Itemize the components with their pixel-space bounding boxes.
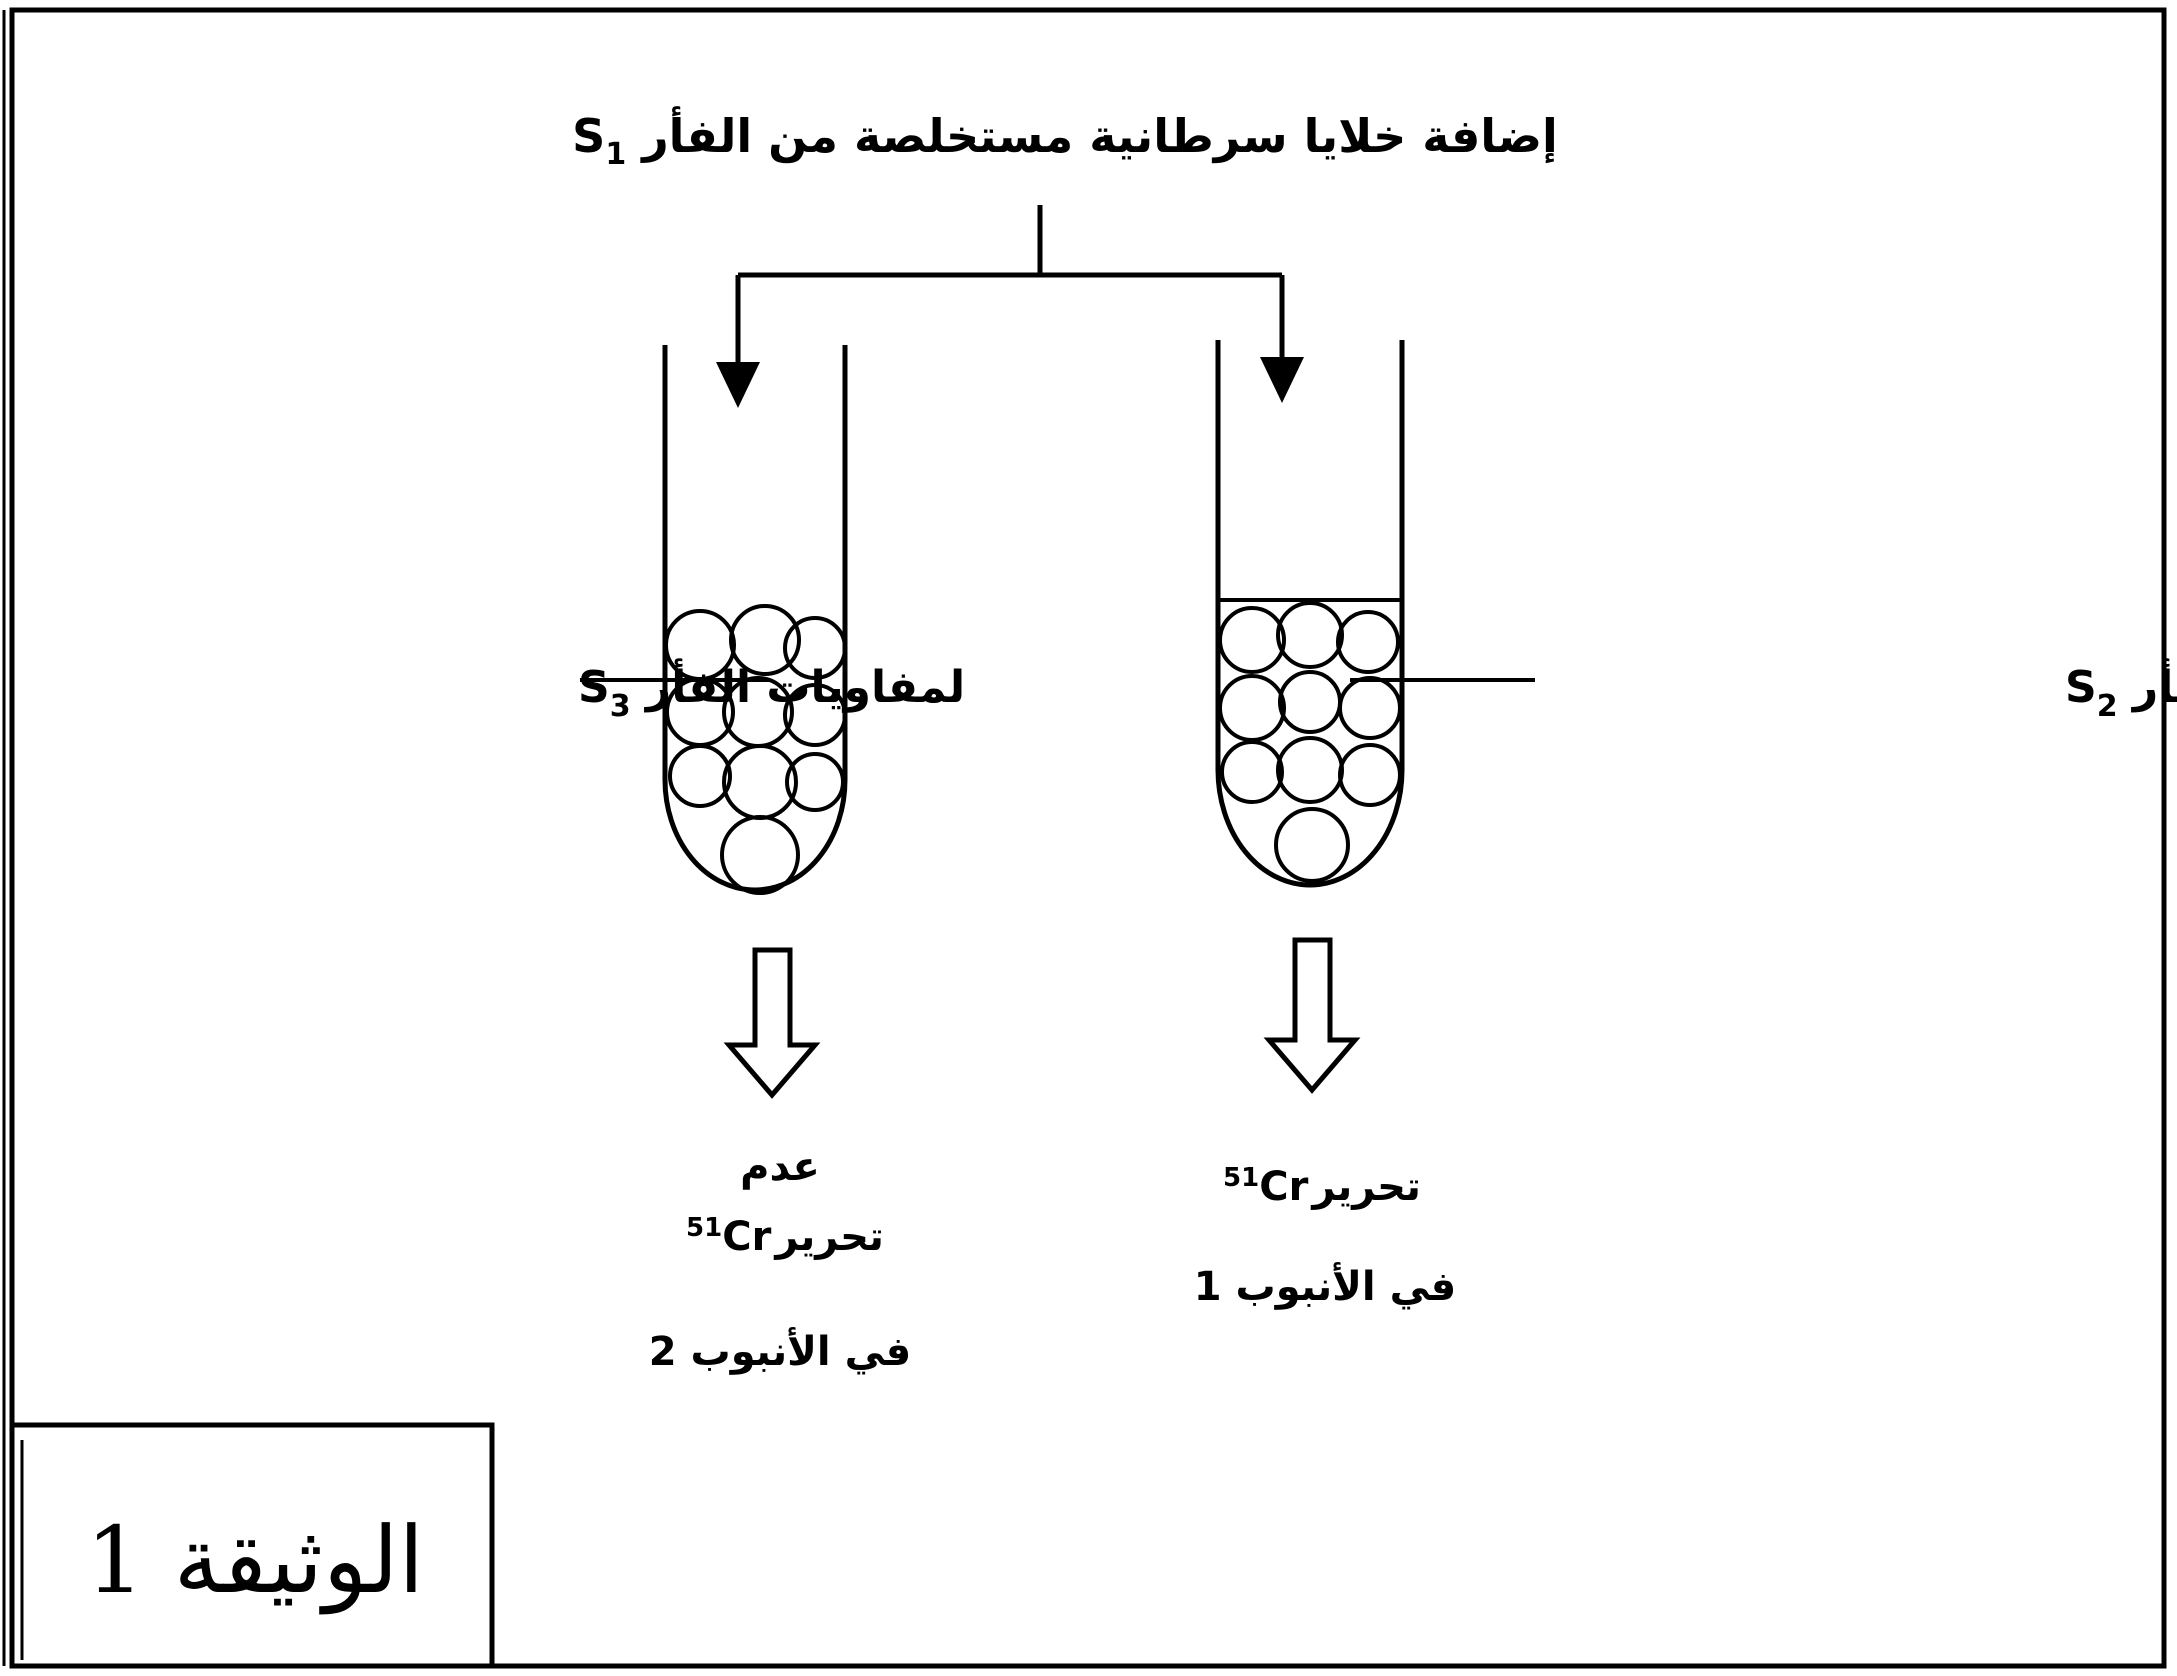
tube2-side-label: لمفاويات الفأر S3 <box>578 658 965 724</box>
lymphocyte-cells-tube2 <box>664 604 847 895</box>
result-arrow-tube1 <box>1263 937 1361 1094</box>
tube1-side-label: لمفاويات الفأر S2 <box>2065 658 2177 724</box>
tube2-result-line0: عدم <box>740 1144 820 1190</box>
document-label: الوثيقة 1 <box>86 1507 424 1615</box>
tube1-result-line2: في الأنبوب 1 <box>1194 1261 1456 1310</box>
result-arrow-tube2 <box>723 947 821 1099</box>
arrow-head-tube1 <box>1260 357 1304 403</box>
lymphocyte-cells-tube1 <box>1218 601 1402 883</box>
document-label-box <box>9 1422 495 1669</box>
outer-frame <box>9 7 2167 1669</box>
arrow-head-tube2 <box>716 362 760 408</box>
test-tube-1 <box>1215 340 1405 888</box>
test-tube-2 <box>662 345 848 893</box>
tube2-result-line2: في الأنبوب 2 <box>649 1326 911 1375</box>
title: إضافة خلايا سرطانية مستخلصة من الفأر S1 <box>572 106 1558 172</box>
distribution-arrows <box>735 205 1285 370</box>
